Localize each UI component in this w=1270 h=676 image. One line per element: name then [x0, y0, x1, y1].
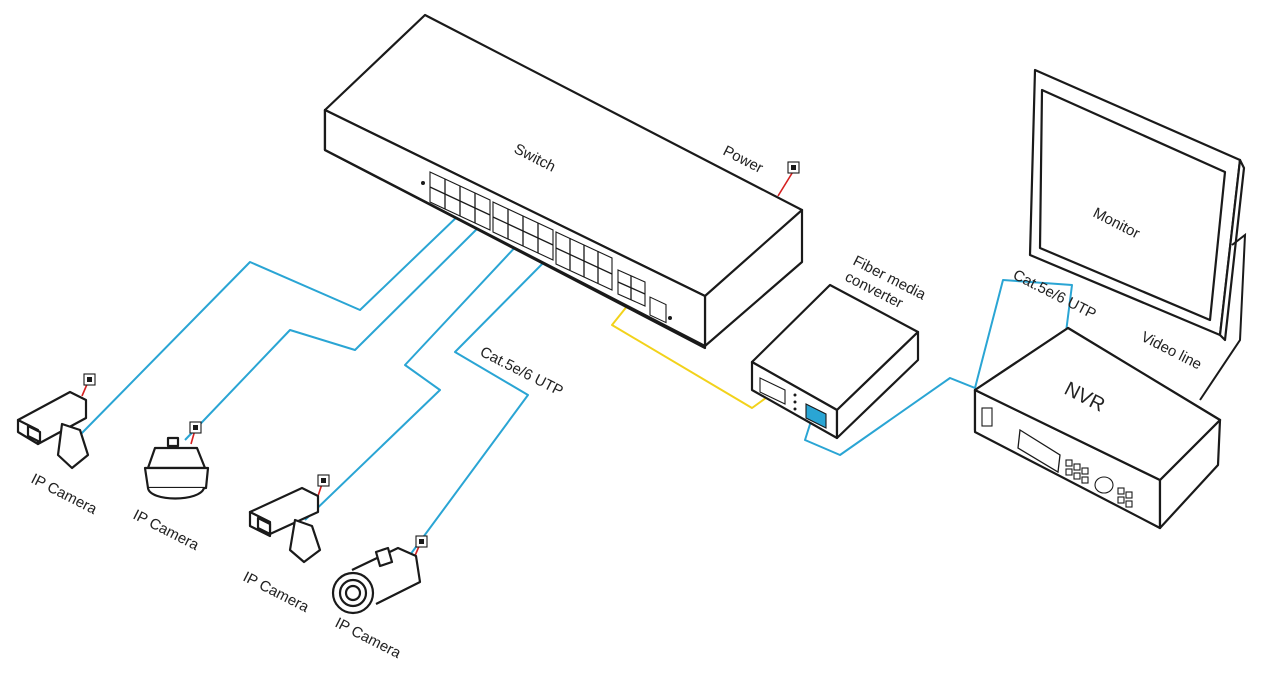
fiber-media-converter-icon	[750, 283, 920, 440]
nvr-icon	[973, 326, 1222, 530]
label-camera-4: IP Camera	[332, 614, 404, 662]
cable-camera-3	[304, 241, 521, 521]
bullet-camera-icon	[331, 546, 422, 615]
box-camera-icon	[248, 486, 322, 564]
fiber-cable	[611, 299, 771, 409]
box-camera-icon	[16, 390, 90, 470]
nvr-buttons	[1065, 459, 1133, 508]
label-camera-2: IP Camera	[130, 506, 202, 554]
switch-ports	[421, 171, 672, 324]
power-outlet-icon	[83, 161, 800, 548]
label-video-line: Video line	[1138, 328, 1204, 373]
label-camera-1: IP Camera	[28, 470, 100, 518]
monitor-icon	[1028, 68, 1247, 401]
cable-camera-4	[409, 253, 553, 556]
cable-converter-nvr	[804, 279, 1073, 456]
cable-camera-1	[79, 213, 461, 436]
cable-camera-2	[184, 217, 489, 441]
switch-icon	[323, 13, 804, 350]
dome-camera-icon	[143, 436, 210, 500]
label-camera-3: IP Camera	[240, 568, 312, 616]
utp-cables	[79, 213, 1073, 556]
